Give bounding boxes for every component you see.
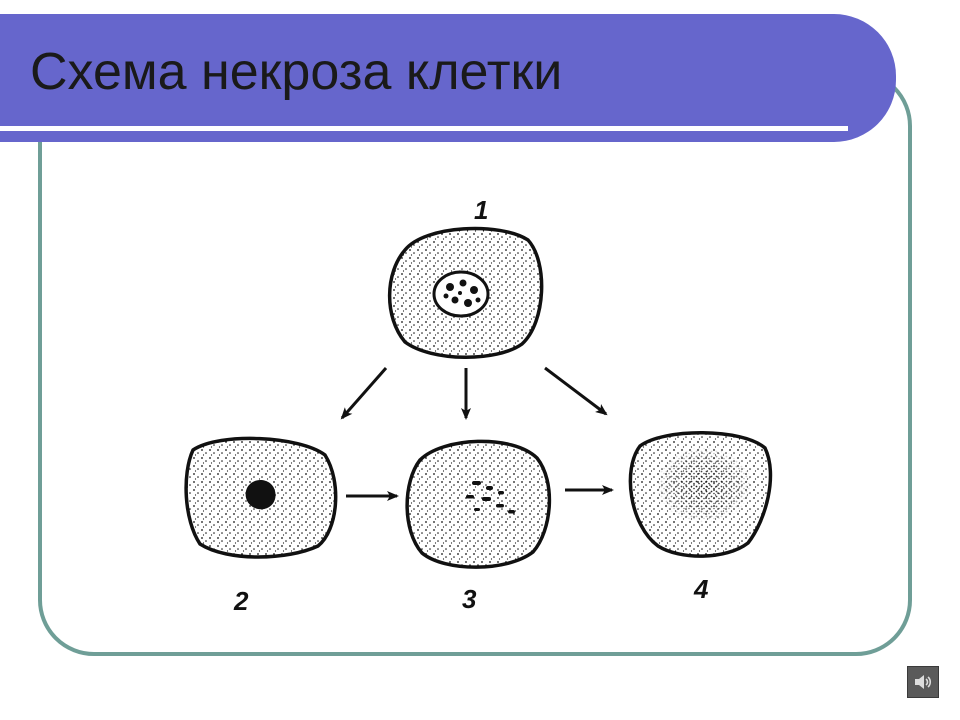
arrow-1-to-4	[544, 366, 608, 416]
cell-4	[620, 430, 780, 570]
cell-label-1: 1	[474, 195, 488, 225]
title-underline	[0, 126, 848, 131]
cell-1	[387, 226, 544, 359]
cell-1-chromatin	[443, 279, 481, 307]
cell-label-2: 2	[233, 586, 249, 616]
sound-button[interactable]	[907, 666, 939, 698]
cell-4-dissolved-chromatin	[620, 430, 780, 570]
cell-2-pyknotic-nucleus	[245, 480, 276, 510]
cell-3-nuclear-fragments	[466, 481, 515, 514]
cell-3	[405, 439, 552, 569]
cell-2	[184, 436, 338, 559]
arrows	[340, 366, 614, 501]
arrow-1-to-2	[340, 367, 388, 420]
cell-label-4: 4	[693, 574, 709, 604]
slide-title: Схема некроза клетки	[30, 43, 563, 101]
speaker-icon	[915, 675, 932, 689]
cell-3-membrane	[405, 439, 552, 569]
cell-label-3: 3	[462, 584, 477, 614]
title-bar	[0, 14, 896, 142]
